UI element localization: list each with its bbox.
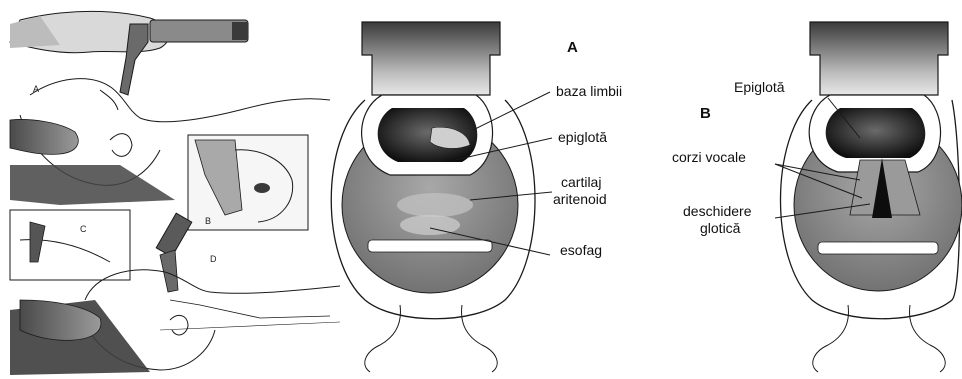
- label-tongue-base: baza limbii: [556, 84, 622, 99]
- label-epiglottis-right: Epiglotă: [734, 80, 785, 95]
- right-blade: [810, 22, 948, 95]
- assistant-hand-top: [10, 120, 78, 155]
- left-letter-c: C: [80, 222, 87, 237]
- label-arytenoid-2: aritenoid: [553, 192, 607, 207]
- label-glottic-2: glotică: [700, 221, 740, 236]
- right-marker: B: [700, 106, 711, 121]
- label-epiglottis-mid: epiglotă: [558, 130, 607, 145]
- label-esophagus: esofag: [560, 243, 602, 258]
- middle-marker: A: [567, 40, 578, 55]
- left-letter-d: D: [210, 252, 217, 267]
- label-vocal-cords: corzi vocale: [672, 150, 746, 165]
- left-letter-a: A: [33, 82, 39, 97]
- middle-blade: [362, 22, 500, 95]
- label-arytenoid-1: cartilaj: [561, 175, 601, 190]
- middle-panel-illustration: [331, 22, 552, 372]
- right-panel-illustration: [775, 22, 962, 372]
- left-panel-illustration: [10, 11, 340, 375]
- patient-head-a: [30, 79, 330, 122]
- label-glottic-1: deschidere: [683, 204, 752, 219]
- left-letter-b: B: [205, 214, 211, 229]
